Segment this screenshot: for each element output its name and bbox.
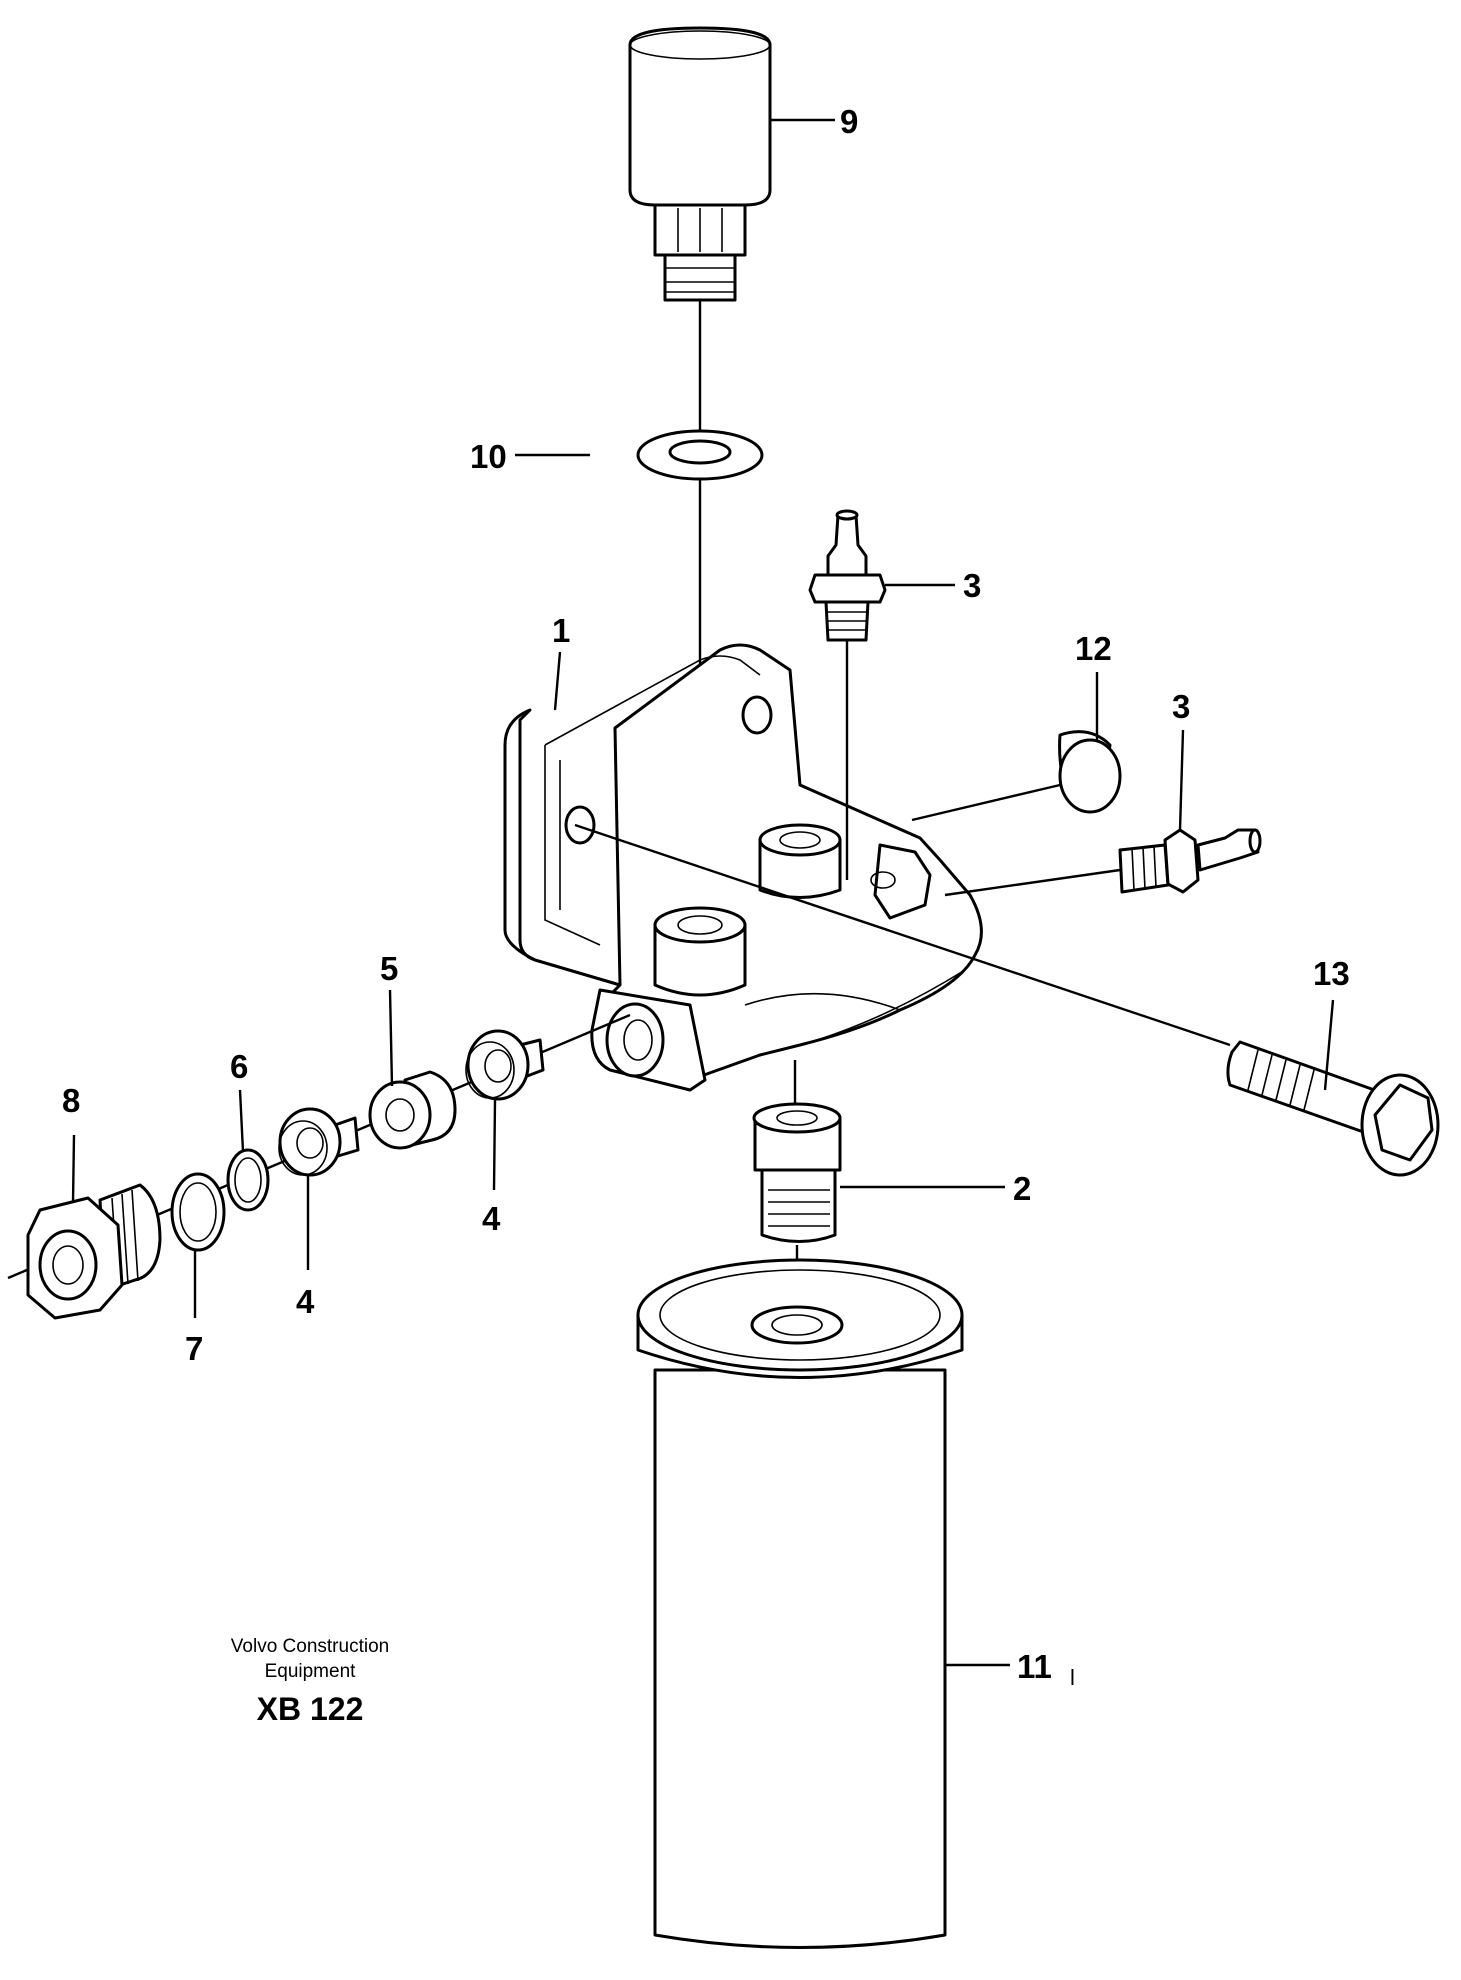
axis-line-13 [574,823,1231,1047]
part-12-plug [1058,730,1122,814]
callout-3-top: 3 [963,567,981,604]
callout-11-mark: l [1070,1665,1075,1690]
caption-figure-code: XB 122 [257,1691,364,1727]
callout-9: 9 [840,103,858,140]
part-9-sensor [628,26,772,302]
callout-4-upper: 4 [482,1200,501,1237]
callout-5: 5 [380,950,398,987]
callout-12: 12 [1075,630,1112,667]
part-3-bleed-nipple-right [1118,828,1262,894]
part-6-o-ring [226,1148,270,1212]
part-13-flange-bolt [1226,1040,1440,1177]
part-1-filter-head [503,643,983,1092]
axis-line-3-right [944,868,1121,897]
axis-line-12 [911,783,1061,822]
part-10-washer [636,429,764,481]
callout-7: 7 [185,1330,203,1367]
callout-1: 1 [552,612,570,649]
part-4-valve-lower [278,1107,360,1177]
caption-brand-line2: Equipment [265,1661,357,1682]
part-3-bleed-nipple-top [808,509,887,642]
part-11-filter-cartridge [636,1258,964,1949]
callout-11: 11 [1017,1648,1052,1685]
part-8-union-nut [26,1183,162,1320]
callout-10: 10 [470,438,507,475]
callout-2: 2 [1013,1170,1031,1207]
part-4-valve-upper [465,1029,545,1101]
caption-brand-line1: Volvo Construction [231,1636,389,1657]
callout-4-lower: 4 [296,1283,315,1320]
part-5-sleeve [368,1070,457,1150]
callout-13: 13 [1313,955,1350,992]
callout-3-right: 3 [1172,688,1190,725]
callout-6: 6 [230,1048,248,1085]
part-2-adapter-nipple [752,1060,842,1243]
callout-leaders [71,118,1335,1667]
callout-8: 8 [62,1082,80,1119]
part-7-o-ring [170,1172,226,1252]
